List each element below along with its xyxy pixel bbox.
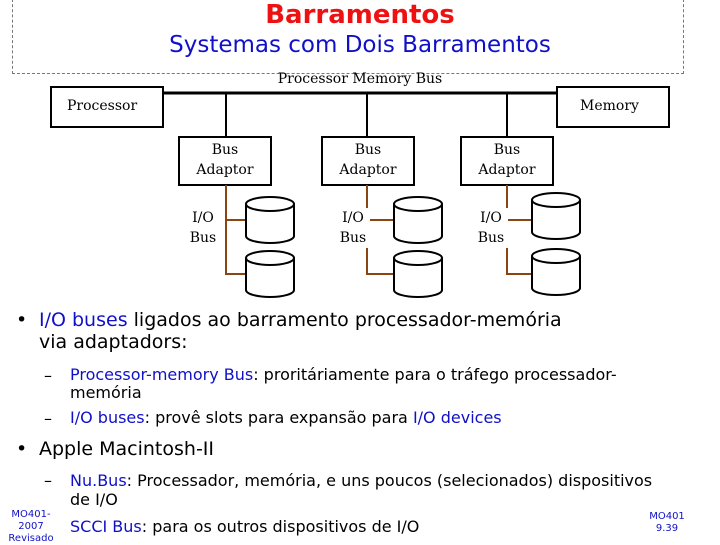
bus-adaptor-box-2 bbox=[321, 136, 415, 186]
adaptor-label-line2: Adaptor bbox=[478, 162, 536, 178]
bullet-1-line1: I/O buses ligados ao barramento processa… bbox=[39, 309, 562, 331]
adaptor-label-line2: Adaptor bbox=[196, 162, 254, 178]
slide-header-frame bbox=[12, 0, 684, 74]
bullet-2-sub-1: Nu.Bus: Processador, memória, e uns pouc… bbox=[70, 471, 652, 509]
disk-icon bbox=[245, 250, 295, 298]
bullet-2: Apple Macintosh-II bbox=[39, 438, 215, 460]
bullet-dot: • bbox=[16, 438, 28, 460]
io-label-line1: I/O bbox=[342, 210, 364, 226]
memory-box bbox=[556, 86, 670, 128]
sub-term: I/O buses bbox=[70, 408, 145, 427]
processor-label: Processor bbox=[67, 98, 138, 114]
bus-adaptor-box-3 bbox=[460, 136, 554, 186]
adaptor-label-line1: Bus bbox=[493, 142, 521, 158]
bullet-1-sub-1: Processor-memory Bus: proritáriamente pa… bbox=[70, 366, 617, 402]
disk-icon bbox=[531, 192, 581, 240]
bus-adaptor-label-3: Bus Adaptor bbox=[461, 140, 553, 180]
sub-text: para os outros dispositivos de I/O bbox=[147, 517, 420, 536]
sub-term: Processor-memory Bus bbox=[70, 365, 254, 384]
sub-term: Nu.Bus bbox=[70, 471, 127, 490]
footer-right-line2: 9.39 bbox=[655, 523, 679, 534]
disk-icon bbox=[393, 196, 443, 244]
slide-subtitle: Systemas com Dois Barramentos bbox=[169, 32, 551, 58]
memory-label: Memory bbox=[580, 98, 639, 114]
sub-text-cont: memória bbox=[70, 383, 142, 402]
sub-text: proritáriamente para o tráfego processad… bbox=[258, 365, 617, 384]
sub-term: SCCI Bus bbox=[70, 517, 142, 536]
sub-text: Processador, memória, e uns poucos (sele… bbox=[132, 471, 653, 490]
sub-dash: – bbox=[44, 366, 52, 385]
bus-adaptor-label-2: Bus Adaptor bbox=[322, 140, 414, 180]
io-label-line2: Bus bbox=[189, 230, 217, 246]
processor-box bbox=[50, 86, 164, 128]
sub-colon: : bbox=[141, 517, 148, 536]
io-bus-line-3 bbox=[506, 185, 532, 275]
io-label-line1: I/O bbox=[480, 210, 502, 226]
footer-right-line1: MO401 bbox=[649, 511, 685, 522]
io-bus-label-1: I/O Bus bbox=[186, 208, 220, 248]
bus-adaptor-box-1 bbox=[178, 136, 272, 186]
sub-colon: : bbox=[126, 471, 133, 490]
footer-right: MO401 9.39 bbox=[640, 511, 694, 535]
sub-colon: : bbox=[253, 365, 259, 384]
sub-text: provê slots para expansão para bbox=[150, 408, 413, 427]
io-bus-line-2 bbox=[366, 185, 394, 275]
bullet-2-sub-2: SCCI Bus: para os outros dispositivos de… bbox=[70, 517, 419, 536]
bullet-1-line2: via adaptadors: bbox=[39, 331, 188, 353]
bullet-1-text: ligados ao barramento processador-memóri… bbox=[127, 309, 562, 331]
sub-text-cont: de I/O bbox=[70, 490, 118, 509]
footer-left-line1: MO401-2007 bbox=[11, 509, 51, 532]
io-bus-label-2: I/O Bus bbox=[336, 208, 370, 248]
adaptor-label-line2: Adaptor bbox=[339, 162, 397, 178]
bullet-1-sub-2: I/O buses: provê slots para expansão par… bbox=[70, 409, 502, 427]
bullet-1-term: I/O buses bbox=[39, 309, 128, 331]
processor-memory-bus-label: Processor Memory Bus bbox=[277, 71, 443, 87]
io-bus-label-3: I/O Bus bbox=[474, 208, 508, 248]
io-label-line1: I/O bbox=[192, 210, 214, 226]
sub-dash: – bbox=[44, 409, 52, 428]
adaptor-label-line1: Bus bbox=[211, 142, 239, 158]
footer-left: MO401-2007 Revisado bbox=[4, 509, 58, 545]
disk-icon bbox=[245, 196, 295, 244]
io-label-line2: Bus bbox=[339, 230, 367, 246]
io-label-line2: Bus bbox=[477, 230, 505, 246]
bus-adaptor-label-1: Bus Adaptor bbox=[179, 140, 271, 180]
disk-icon bbox=[531, 248, 581, 296]
sub-colon: : bbox=[144, 408, 150, 427]
sub-term-2: I/O devices bbox=[412, 408, 502, 427]
bullet-dot: • bbox=[16, 309, 28, 331]
slide-title: Barramentos bbox=[265, 0, 455, 30]
bullet-1: I/O buses ligados ao barramento processa… bbox=[39, 309, 562, 353]
adaptor-label-line1: Bus bbox=[354, 142, 382, 158]
footer-left-line2: Revisado bbox=[8, 533, 54, 544]
disk-icon bbox=[393, 250, 443, 298]
sub-dash: – bbox=[44, 471, 52, 490]
